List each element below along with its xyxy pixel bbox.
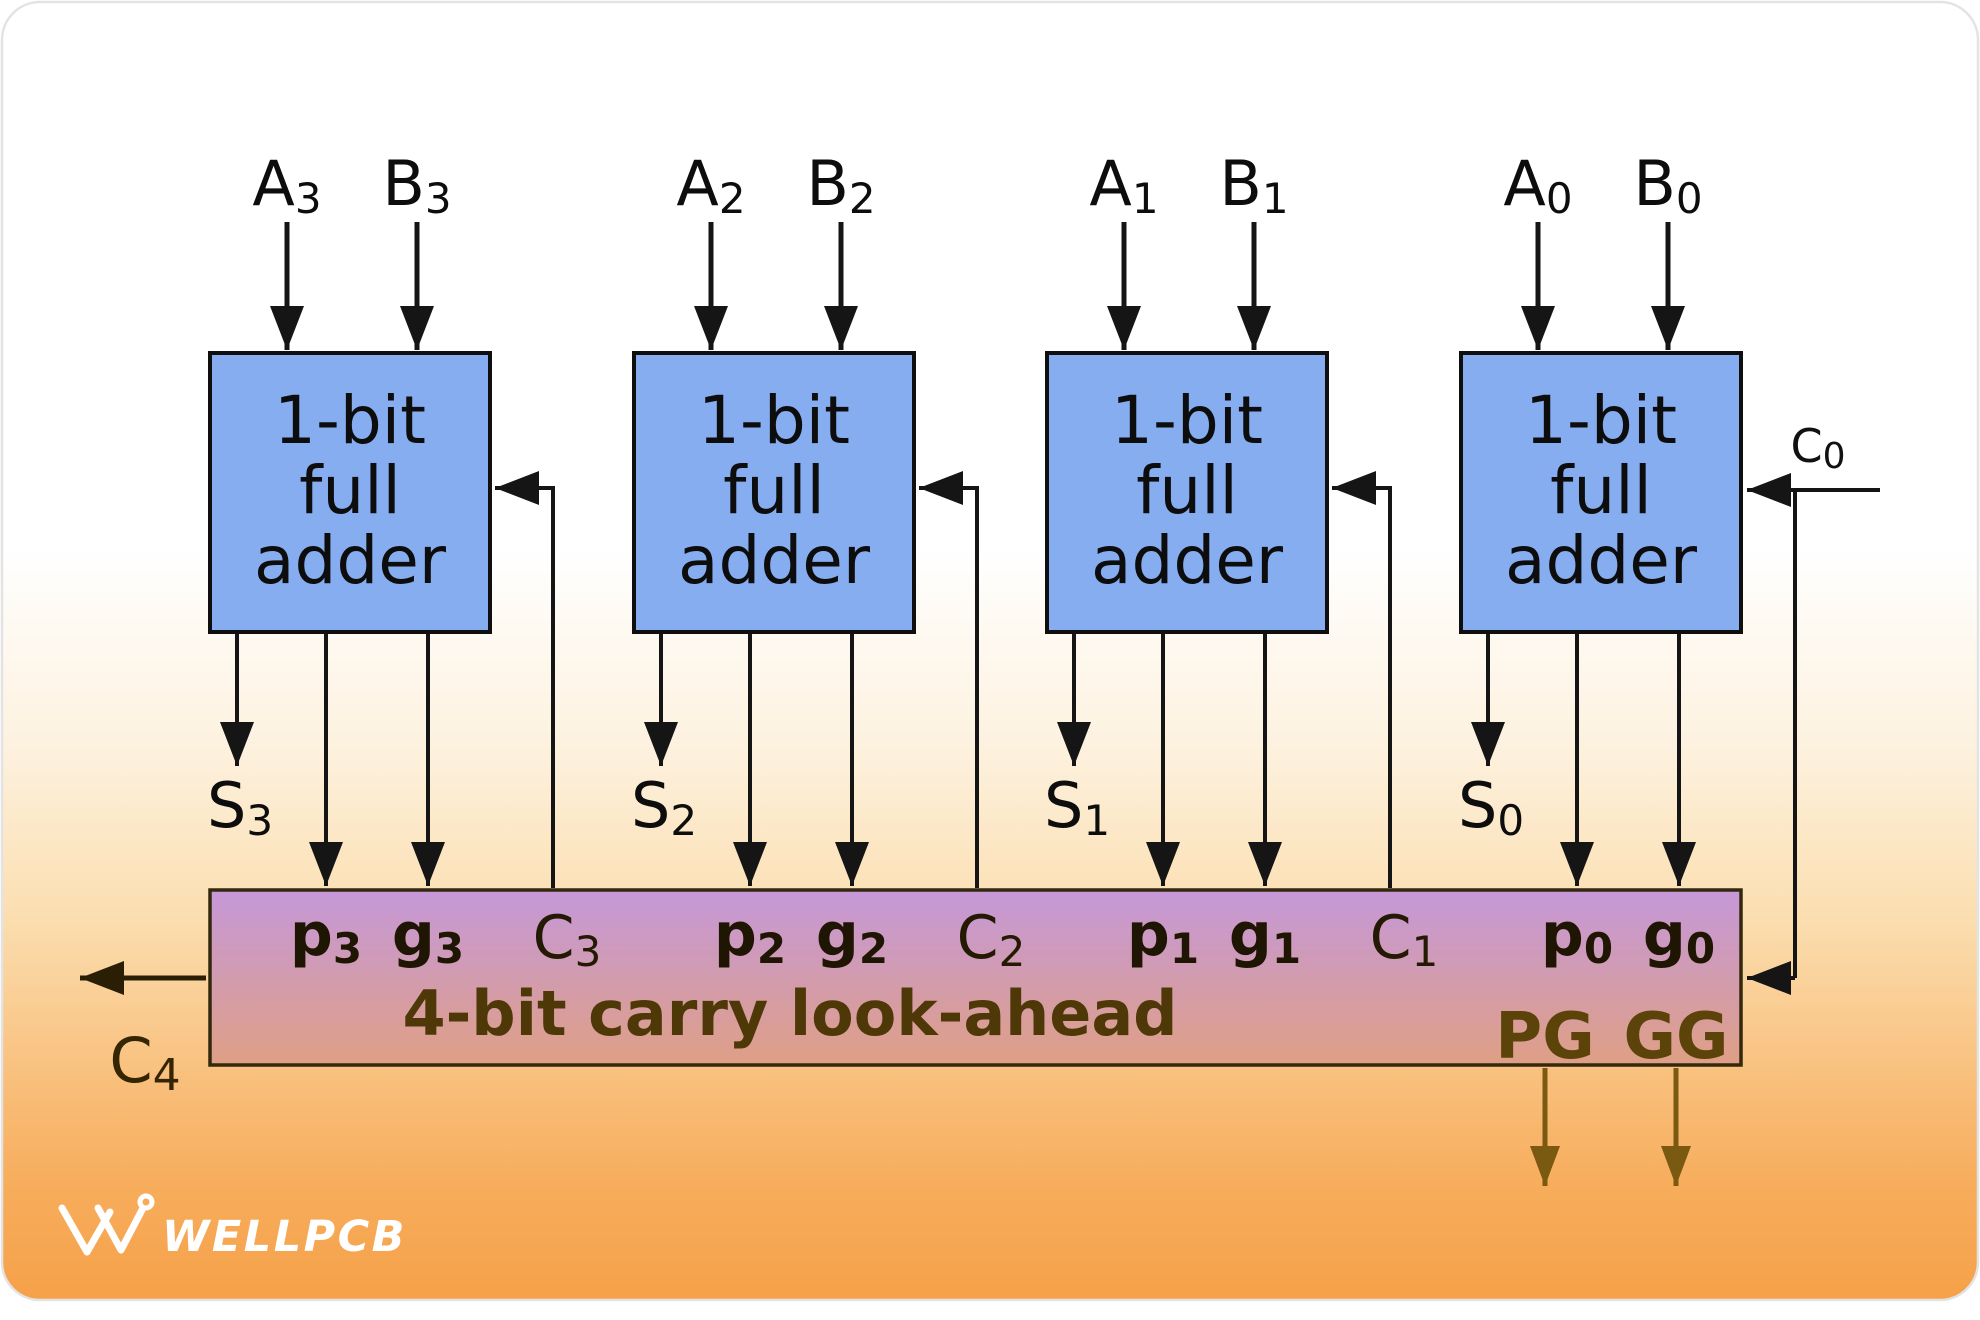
adder2-line2: full [723, 452, 825, 529]
label-s1: S1 [1044, 769, 1110, 845]
adder3-line2: full [299, 452, 401, 529]
adder1-line2: full [1136, 452, 1238, 529]
adder1-line1: 1-bit [1111, 382, 1263, 459]
label-c0: C0 [1790, 419, 1845, 477]
label-c4: C4 [109, 1024, 180, 1101]
adder-box-2 [632, 351, 916, 634]
carry-lookahead-box [208, 888, 1743, 1067]
external-carry-in-c0: C0 [1747, 419, 1880, 995]
label-b0: B0 [1633, 147, 1702, 223]
label-g1: g1 [1229, 900, 1301, 973]
adder-box-1 [1045, 351, 1329, 634]
adder0-line2: full [1550, 452, 1652, 529]
adder0-line1: 1-bit [1525, 382, 1677, 459]
label-pg: PG [1495, 1000, 1594, 1074]
wellpcb-logo: WELLPCB [58, 1193, 407, 1262]
label-a3: A3 [252, 147, 321, 223]
adder1-line3: adder [1091, 522, 1284, 599]
adder-group-bit2: A2 B2 1-bit full adder S2 p2 g2 C2 [631, 147, 1025, 976]
label-g0: g0 [1643, 900, 1715, 973]
label-a0: A0 [1503, 147, 1572, 223]
adder3-line1: 1-bit [274, 382, 426, 459]
label-c2: C2 [957, 903, 1026, 976]
adder-group-bit1: A1 B1 1-bit full adder S1 p1 g1 C1 [1044, 147, 1438, 976]
label-p2: p2 [714, 900, 786, 973]
carry-lookahead-unit: 4-bit carry look-ahead PG GG C4 [80, 888, 1743, 1186]
adder2-line1: 1-bit [698, 382, 850, 459]
adder-box-3 [208, 351, 492, 634]
label-p3: p3 [290, 900, 362, 973]
label-b2: B2 [806, 147, 875, 223]
label-p0: p0 [1541, 900, 1613, 973]
label-s3: S3 [207, 769, 273, 845]
logo-brand-text: WELLPCB [162, 1212, 407, 1262]
label-g2: g2 [816, 900, 888, 973]
label-s2: S2 [631, 769, 697, 845]
adder-box-0 [1459, 351, 1743, 634]
adder-group-bit0: A0 B0 1-bit full adder S0 p0 g0 [1458, 147, 1743, 973]
label-b3: B3 [382, 147, 451, 223]
logo-circle-icon [137, 1193, 155, 1211]
logo-w-icon [58, 1204, 114, 1256]
c2-feedback-line [919, 471, 979, 888]
logo-w-icon-2 [94, 1204, 146, 1254]
label-c3: C3 [533, 903, 602, 976]
label-s0: S0 [1458, 769, 1524, 845]
carry-lookahead-title: 4-bit carry look-ahead [402, 977, 1177, 1050]
adder-group-bit3: A3 B3 1-bit full adder S3 p3 g3 C3 [207, 147, 601, 976]
label-a1: A1 [1089, 147, 1158, 223]
label-p1: p1 [1127, 900, 1199, 973]
adder0-line3: adder [1505, 522, 1698, 599]
label-g3: g3 [392, 900, 464, 973]
c1-feedback-line [1332, 471, 1392, 888]
adder2-line3: adder [678, 522, 871, 599]
adder3-line3: adder [254, 522, 447, 599]
label-a2: A2 [676, 147, 745, 223]
label-c1: C1 [1370, 903, 1439, 976]
label-b1: B1 [1219, 147, 1288, 223]
label-gg: GG [1623, 1000, 1728, 1074]
c3-feedback-line [495, 471, 555, 888]
